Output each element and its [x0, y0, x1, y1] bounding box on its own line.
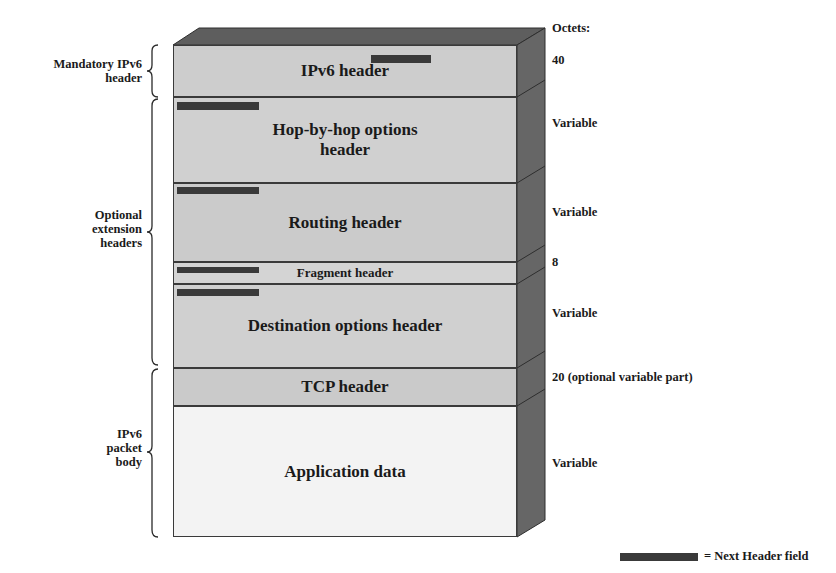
side-face-lines	[517, 80, 545, 406]
octet-size: 40	[552, 53, 752, 67]
header-label: IPv6 header	[301, 61, 389, 81]
header-box: Fragment header	[173, 262, 517, 284]
section-label: Optional extension headers	[50, 208, 142, 250]
header-box: Hop-by-hop options header	[173, 97, 517, 183]
header-label: Destination options header	[248, 316, 443, 336]
header-label: Fragment header	[297, 266, 393, 281]
octet-size: Variable	[552, 456, 752, 470]
octet-size: Variable	[552, 205, 752, 219]
header-label: TCP header	[301, 377, 388, 397]
section-label: IPv6 packet body	[80, 427, 142, 469]
header-box: Routing header	[173, 183, 517, 262]
header-box: Application data	[173, 406, 517, 537]
next-header-bar	[177, 267, 259, 273]
octet-size: Octets:	[552, 21, 752, 35]
legend-swatch	[620, 553, 698, 561]
header-label: Routing header	[289, 213, 402, 233]
header-box: Destination options header	[173, 284, 517, 368]
next-header-bar	[177, 187, 259, 194]
side-face	[517, 28, 545, 537]
header-label: Application data	[284, 462, 405, 482]
header-label: Hop-by-hop options header	[260, 120, 430, 159]
octet-size: Variable	[552, 306, 752, 320]
top-face	[173, 28, 545, 45]
next-header-bar	[177, 289, 259, 296]
header-box: IPv6 header	[173, 45, 517, 97]
next-header-bar	[177, 102, 259, 110]
octet-size: 20 (optional variable part)	[552, 370, 812, 384]
legend-text: = Next Header field	[704, 549, 808, 563]
octet-size: 8	[552, 255, 752, 269]
section-label: Mandatory IPv6 header	[50, 57, 142, 85]
octet-size: Variable	[552, 116, 752, 130]
brackets	[147, 45, 158, 537]
header-box: TCP header	[173, 368, 517, 406]
